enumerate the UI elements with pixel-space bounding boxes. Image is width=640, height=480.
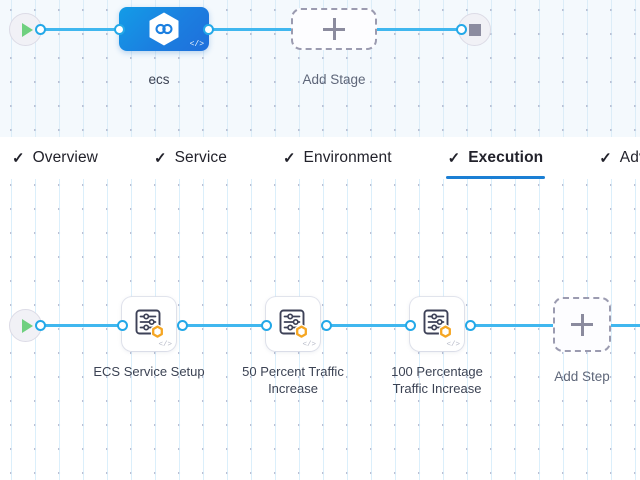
edge-add-stage-to-end — [375, 28, 461, 31]
step-1-in-port[interactable] — [117, 320, 128, 331]
tab-environment-label: Environment — [303, 149, 392, 166]
edge-ecs-to-add-stage — [207, 28, 295, 31]
check-icon: ✓ — [282, 149, 296, 167]
check-icon: ✓ — [447, 149, 461, 167]
sliders-icon — [423, 309, 453, 340]
step-code-badge: </> — [158, 340, 172, 349]
orange-hexagon-icon — [440, 325, 451, 338]
step-2-out-port[interactable] — [321, 320, 332, 331]
sliders-icon — [279, 309, 309, 340]
orange-hexagon-icon — [296, 325, 307, 338]
tab-execution[interactable]: ✓ Execution — [444, 137, 558, 179]
stage-ecs-out-port[interactable] — [203, 24, 214, 35]
add-step-button[interactable] — [553, 297, 611, 352]
stop-icon — [468, 23, 481, 36]
check-icon: ✓ — [12, 149, 25, 167]
stage-start-port[interactable] — [35, 24, 46, 35]
tab-overview-label: Overview — [32, 149, 98, 166]
tab-advanced-label: Advanced — [619, 149, 640, 166]
stage-node-ecs[interactable]: </> — [119, 7, 209, 51]
step-2-in-port[interactable] — [261, 320, 272, 331]
step-label-3: 100 Percentage Traffic Increase — [391, 364, 483, 396]
edge-start-to-ecs — [39, 28, 125, 31]
edge-step-1-to-step-2 — [181, 324, 263, 327]
stage-ecs-in-port[interactable] — [114, 24, 125, 35]
tab-environment[interactable]: ✓ Environment — [279, 137, 406, 179]
tab-overview[interactable]: ✓ Overview — [8, 137, 112, 179]
add-step-label: Add Step — [554, 369, 610, 384]
add-stage-button[interactable] — [291, 8, 377, 50]
add-stage-label: Add Stage — [302, 72, 366, 87]
stage-label-ecs: ecs — [148, 72, 170, 87]
tab-execution-label: Execution — [468, 149, 544, 166]
edge-step-3-to-add-step — [469, 324, 553, 327]
step-node-ecs-service-setup[interactable]: </> — [122, 297, 176, 351]
step-1-out-port[interactable] — [177, 320, 188, 331]
step-3-in-port[interactable] — [405, 320, 416, 331]
step-node-50-percent-traffic-increase[interactable]: </> — [266, 297, 320, 351]
step-node-100-percentage-traffic-increase[interactable]: </> — [410, 297, 464, 351]
tab-service[interactable]: ✓ Service — [150, 137, 241, 179]
check-icon: ✓ — [599, 149, 612, 167]
edge-start-to-step-1 — [39, 324, 125, 327]
tab-service-label: Service — [174, 149, 227, 166]
step-label-1: ECS Service Setup — [93, 364, 205, 379]
step-code-badge: </> — [446, 340, 460, 349]
execution-canvas[interactable]: </> ECS Service Setup — [0, 179, 640, 480]
tab-advanced[interactable]: ✓ Advanced — [595, 137, 640, 179]
edge-add-step-outgoing — [611, 324, 640, 327]
config-tabbar: ✓ Overview ✓ Service ✓ Environment ✓ Exe… — [0, 137, 640, 179]
edge-step-2-to-step-3 — [325, 324, 407, 327]
stage-canvas[interactable]: </> ecs Add Stage — [0, 0, 640, 137]
plus-icon — [571, 313, 593, 336]
stage-code-badge: </> — [189, 40, 204, 49]
sliders-icon — [135, 309, 165, 340]
stage-end-node[interactable] — [458, 13, 491, 46]
play-icon — [21, 22, 33, 37]
orange-hexagon-icon — [152, 325, 163, 338]
plus-icon — [323, 18, 345, 40]
play-icon — [21, 318, 33, 333]
step-label-2: 50 Percent Traffic Increase — [242, 364, 344, 396]
stage-end-port[interactable] — [456, 24, 467, 35]
step-3-out-port[interactable] — [465, 320, 476, 331]
step-code-badge: </> — [302, 340, 316, 349]
hexagon-link-icon — [149, 12, 179, 46]
check-icon: ✓ — [153, 149, 167, 167]
execution-start-port[interactable] — [35, 320, 46, 331]
